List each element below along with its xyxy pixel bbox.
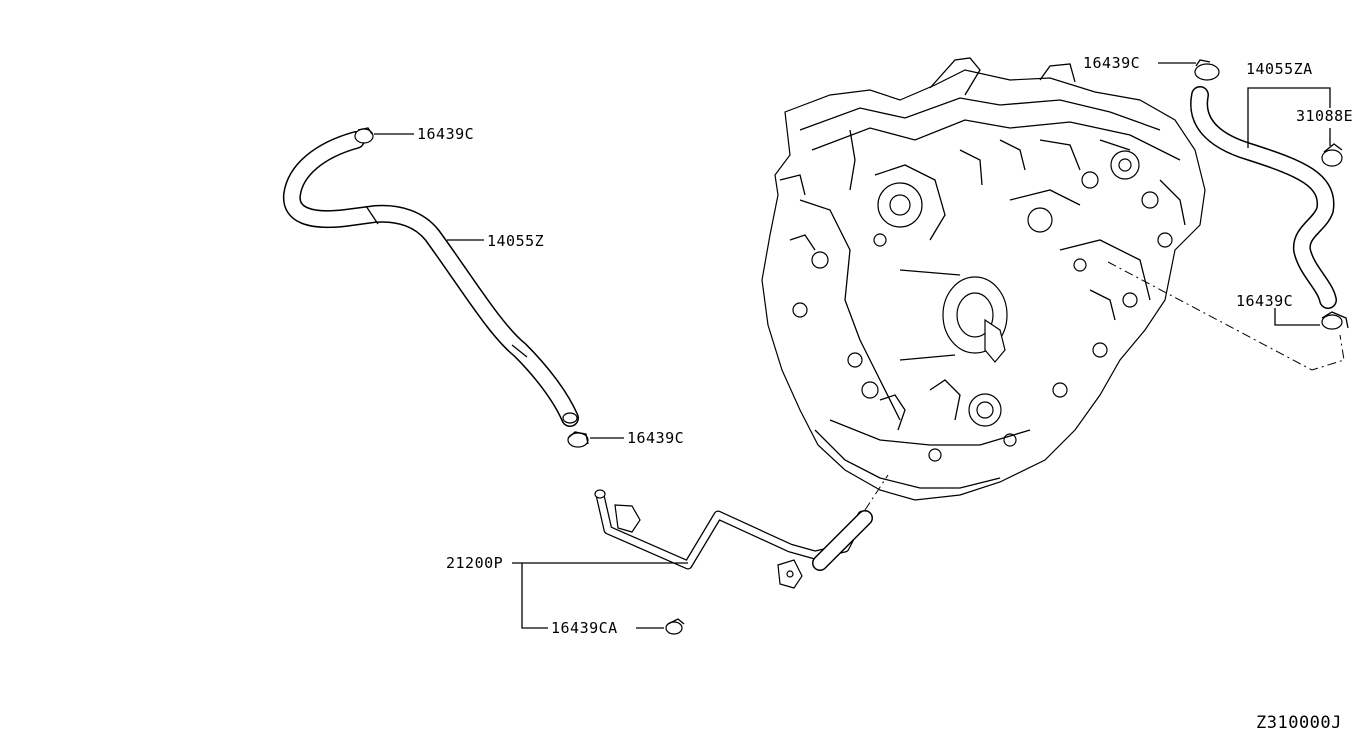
hose-14055z xyxy=(282,131,579,427)
hose-14055za xyxy=(1190,86,1337,309)
clamp-right-bottom xyxy=(1321,311,1349,330)
label-hose-14055z: 14055Z xyxy=(487,232,544,250)
label-clamp-right-bottom: 16439C xyxy=(1236,292,1293,310)
label-clamp-16439ca: 16439CA xyxy=(551,619,618,637)
transmission-assembly xyxy=(761,57,1206,501)
label-hose-14055za: 14055ZA xyxy=(1246,60,1313,78)
clamp-left-top xyxy=(354,127,374,144)
label-clip-31088e: 31088E xyxy=(1296,107,1353,125)
label-clamp-left-bottom: 16439C xyxy=(627,429,684,447)
clamp-right-top xyxy=(1194,59,1220,81)
clip-31088e xyxy=(1321,143,1343,167)
clamp-pipe-16439ca xyxy=(665,618,685,635)
label-clamp-left-top: 16439C xyxy=(417,125,474,143)
diagram-code: Z310000J xyxy=(1256,713,1342,733)
pipe-21200p xyxy=(594,489,873,589)
indicator-line-pipe xyxy=(864,474,889,511)
label-clamp-right-top: 16439C xyxy=(1083,54,1140,72)
label-pipe-21200p: 21200P xyxy=(446,554,503,572)
leader-lines xyxy=(374,62,1331,629)
clamp-left-bottom xyxy=(567,431,589,448)
indicator-line-right xyxy=(1107,261,1345,371)
